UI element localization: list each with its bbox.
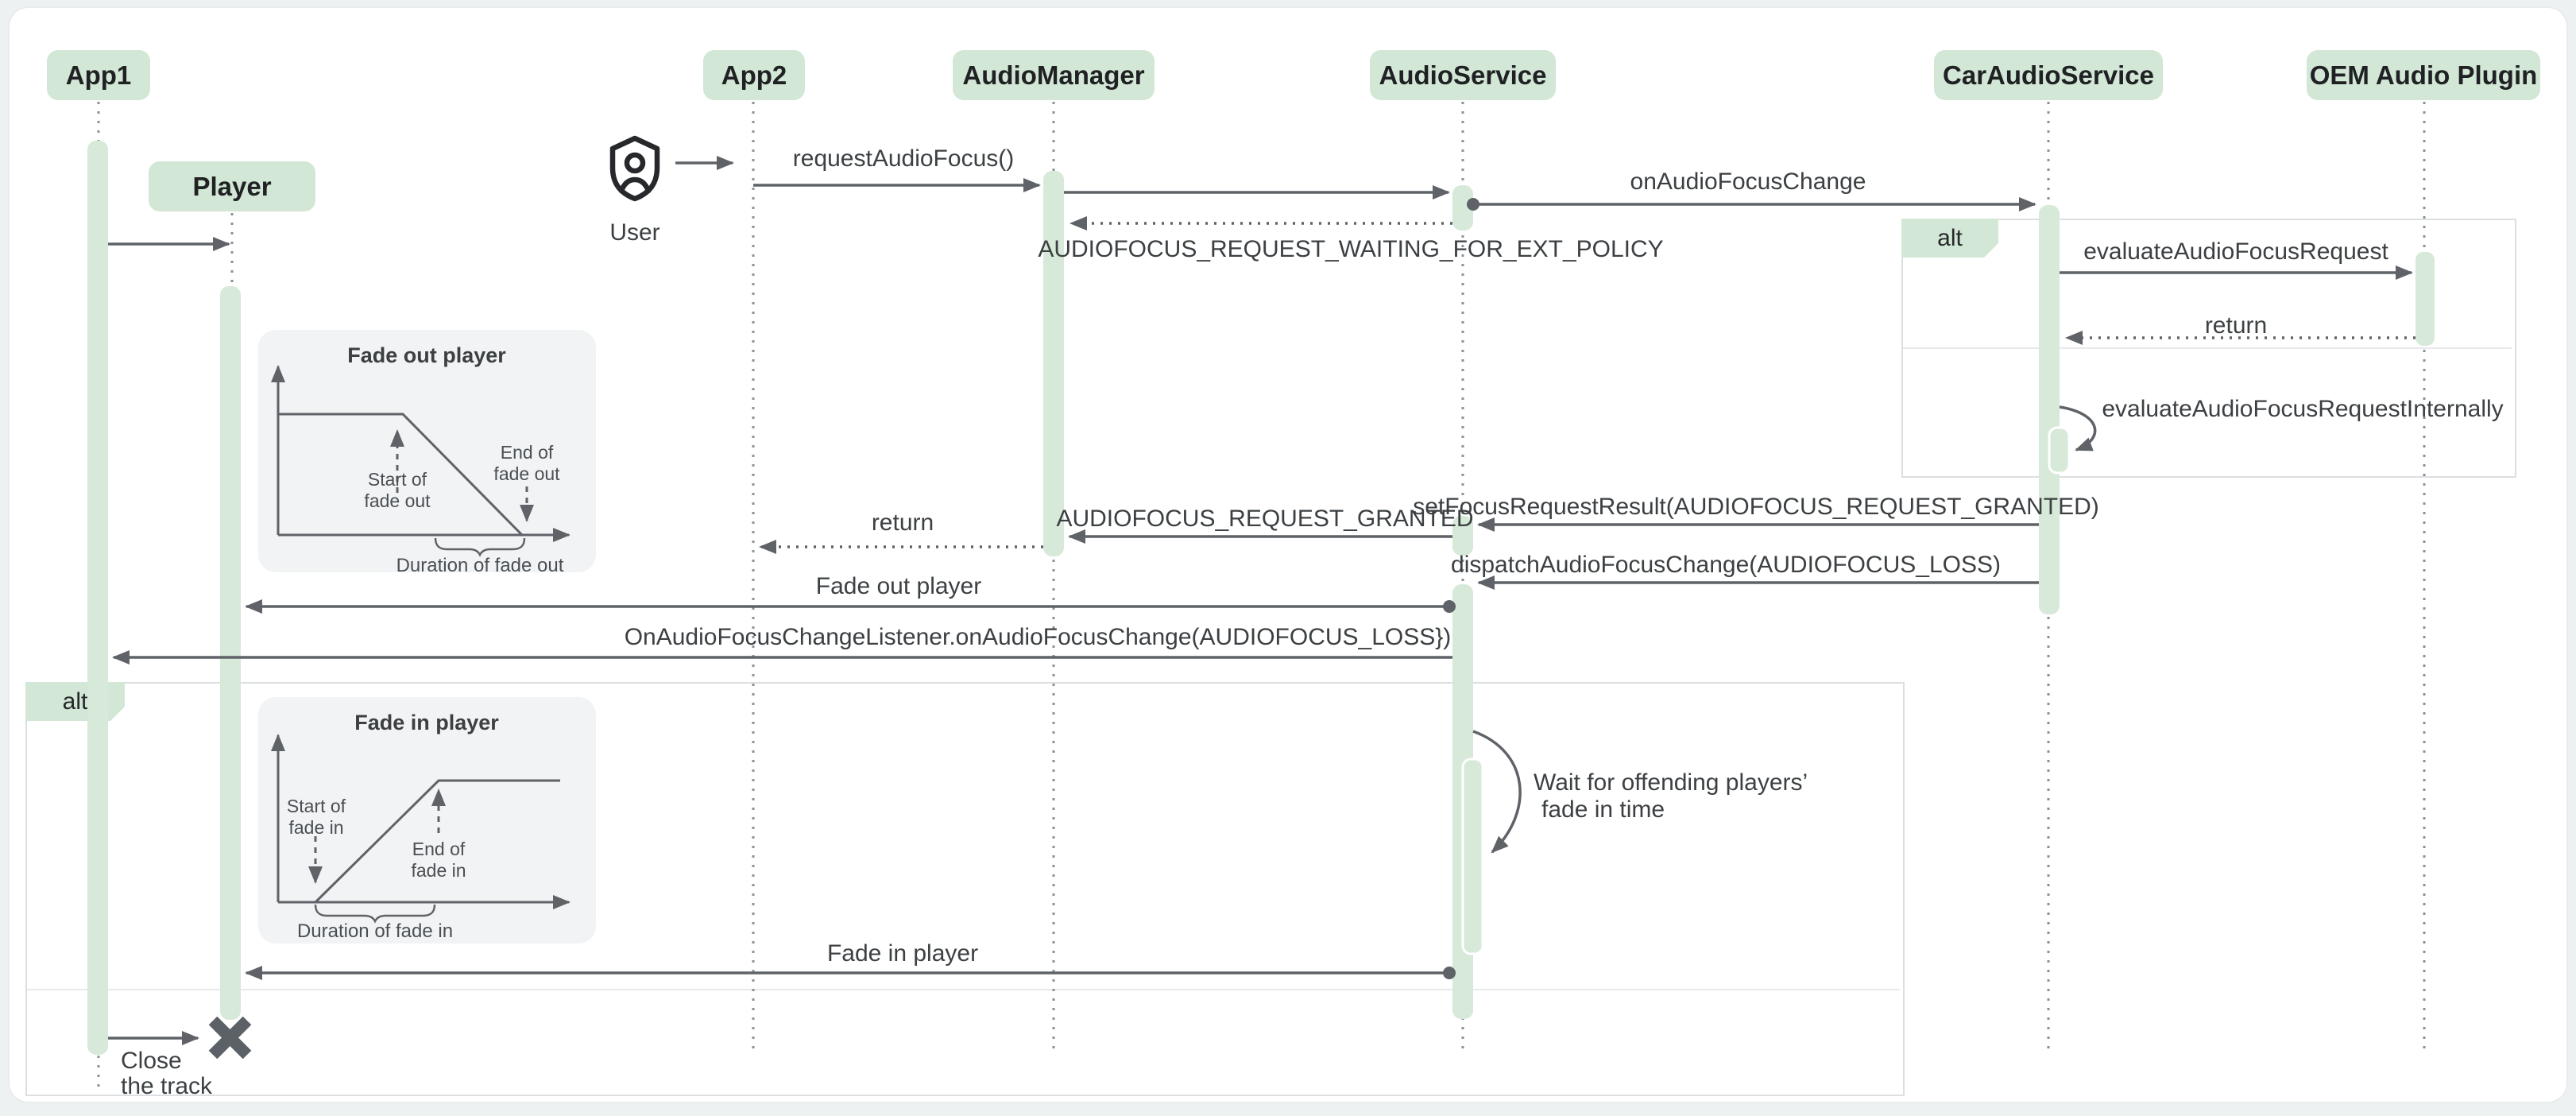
participant-app1: App1 bbox=[47, 50, 150, 100]
message-on-audio-focus-change: onAudioFocusChange bbox=[1630, 169, 1866, 195]
destroy-x-icon bbox=[208, 1016, 252, 1060]
fade-out-chart bbox=[271, 365, 571, 557]
message-return-right: return bbox=[2204, 312, 2268, 339]
fade-in-duration-brace bbox=[314, 904, 436, 924]
activation-app1 bbox=[87, 141, 108, 1055]
fade-out-inset bbox=[258, 330, 596, 572]
fade-in-chart bbox=[271, 734, 571, 924]
participant-app2: App2 bbox=[703, 50, 805, 100]
fade-in-title: Fade in player bbox=[354, 711, 499, 734]
activation-caraudioservice bbox=[2039, 205, 2060, 614]
message-close-line2: the track bbox=[121, 1073, 213, 1099]
participant-caraudioservice: CarAudioService bbox=[1934, 50, 2163, 100]
message-request-granted: AUDIOFOCUS_REQUEST_GRANTED bbox=[1056, 506, 1474, 532]
message-waiting-ext-policy: AUDIOFOCUS_REQUEST_WAITING_FOR_EXT_POLIC… bbox=[1038, 236, 1664, 262]
message-return-left: return bbox=[871, 510, 934, 536]
message-arrows bbox=[108, 156, 2413, 1045]
return-arrows bbox=[759, 216, 2415, 554]
message-on-focus-change-listener: OnAudioFocusChangeListener.onAudioFocusC… bbox=[624, 624, 1452, 650]
activation-audioservice-1 bbox=[1452, 185, 1473, 231]
fade-in-duration: Duration of fade in bbox=[296, 920, 454, 942]
message-set-focus-request-result: setFocusRequestResult(AUDIOFOCUS_REQUEST… bbox=[1413, 494, 2099, 520]
fade-out-start-line1: Start of bbox=[367, 469, 427, 490]
alt-label-right: alt bbox=[1901, 219, 1998, 258]
message-fade-in-player: Fade in player bbox=[826, 940, 979, 967]
activation-oem bbox=[2415, 252, 2435, 346]
fade-in-start-line2: fade in bbox=[288, 817, 344, 838]
arrow-evaluate-internally-self bbox=[2059, 405, 2097, 451]
fade-in-start-line1: Start of bbox=[286, 796, 346, 816]
arrow-origin-dots bbox=[1443, 198, 1479, 979]
message-dispatch-focus-change: dispatchAudioFocusChange(AUDIOFOCUS_LOSS… bbox=[1451, 552, 2001, 578]
message-evaluate-audio-focus-request: evaluateAudioFocusRequest bbox=[2083, 238, 2388, 265]
fade-in-curve bbox=[314, 779, 560, 904]
participant-player: Player bbox=[149, 161, 315, 211]
fade-out-end-line2: fade out bbox=[493, 463, 560, 484]
alt-label-left: alt bbox=[25, 682, 125, 721]
message-fade-out-player: Fade out player bbox=[815, 573, 982, 599]
fade-out-end-line1: End of bbox=[500, 442, 554, 463]
message-request-audio-focus: requestAudioFocus() bbox=[792, 145, 1015, 172]
participant-oem-audio-plugin: OEM Audio Plugin bbox=[2307, 50, 2540, 100]
message-evaluate-internally: evaluateAudioFocusRequestInternally bbox=[2102, 396, 2504, 422]
activation-audioservice-nested bbox=[1461, 758, 1484, 955]
activation-caraudioservice-nested bbox=[2048, 426, 2071, 475]
fade-out-title: Fade out player bbox=[347, 343, 506, 367]
alt-fragment-left-divider bbox=[27, 989, 1900, 990]
alt-fragment-left bbox=[25, 682, 1905, 1096]
activation-player bbox=[220, 286, 241, 1020]
fade-in-end-line2: fade in bbox=[411, 860, 466, 881]
user-shield-icon bbox=[609, 135, 660, 202]
fade-out-duration-brace bbox=[434, 537, 526, 557]
arrow-wait-self-loop bbox=[1472, 730, 1522, 854]
alt-fragment-right-divider bbox=[1903, 347, 2512, 349]
fade-out-curve bbox=[278, 413, 524, 537]
activation-audiomanager bbox=[1043, 171, 1064, 556]
activation-bars bbox=[87, 141, 2435, 1055]
fade-out-duration: Duration of fade out bbox=[396, 555, 564, 576]
activation-audioservice-2 bbox=[1452, 516, 1473, 556]
message-close-line1: Close bbox=[121, 1048, 182, 1074]
participant-audiomanager: AudioManager bbox=[953, 50, 1155, 100]
actor-user-label: User bbox=[609, 219, 660, 246]
fade-in-end-line1: End of bbox=[412, 839, 466, 859]
message-wait-line1: Wait for offending players’ bbox=[1534, 769, 1808, 796]
fade-out-start-line2: fade out bbox=[364, 490, 431, 511]
message-wait-line2: fade in time bbox=[1541, 796, 1665, 823]
alt-fragment-right bbox=[1901, 219, 2516, 478]
participant-audioservice: AudioService bbox=[1370, 50, 1556, 100]
